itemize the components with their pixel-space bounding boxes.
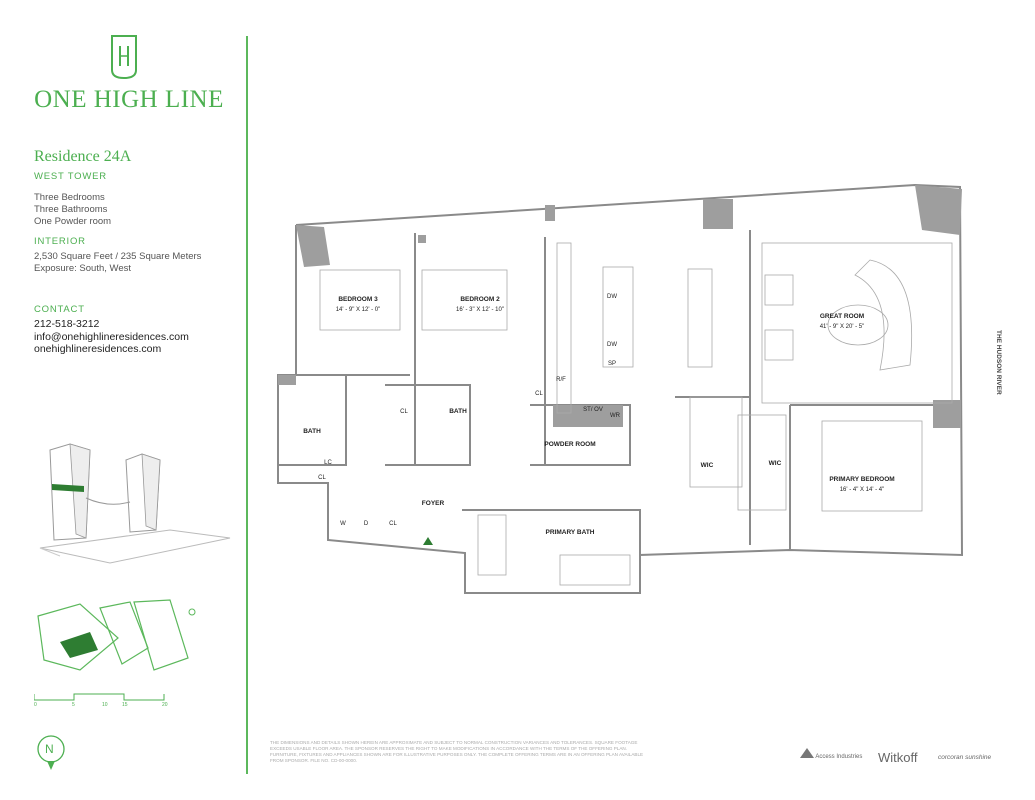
linen-closet-label: LC xyxy=(324,460,332,466)
contact-website[interactable]: onehighlineresidences.com xyxy=(34,343,162,355)
residence-title: Residence 24A xyxy=(34,148,132,165)
witkoff-logo: Witkoff xyxy=(878,750,918,765)
great-room-label: GREAT ROOM xyxy=(820,313,864,320)
feature-line: Three Bedrooms xyxy=(34,192,105,203)
powder-room-label: POWDER ROOM xyxy=(544,441,595,448)
scale-tick: 0 xyxy=(34,702,37,708)
feature-line: One Powder room xyxy=(34,216,112,227)
floor-plan: BEDROOM 3 14' - 9" X 12' - 0" BEDROOM 2 … xyxy=(277,183,964,594)
refrigerator-label: R/F xyxy=(556,377,566,383)
furniture xyxy=(319,242,953,586)
great-room-dims: 41' - 9" X 20' - 5" xyxy=(820,324,865,330)
dishwasher-label: DW xyxy=(607,342,617,348)
scale-tick: 5 xyxy=(72,702,75,708)
scale-bar xyxy=(34,693,165,701)
residence-features: Three Bedrooms Three Bathrooms One Powde… xyxy=(34,192,111,228)
scale-tick: 20 xyxy=(162,702,168,708)
interior-details: 2,530 Square Feet / 235 Square Meters Ex… xyxy=(34,251,201,275)
contact-phone[interactable]: 212-518-3212 xyxy=(34,318,100,330)
contact-heading: CONTACT xyxy=(34,304,85,315)
columns xyxy=(278,185,962,428)
wine-refrigerator-label: WR xyxy=(610,413,621,419)
one-high-line-logo-mark xyxy=(111,35,137,80)
interior-line: 2,530 Square Feet / 235 Square Meters xyxy=(34,251,202,262)
bedroom3-label: BEDROOM 3 xyxy=(338,296,378,303)
north-compass-icon xyxy=(37,735,65,770)
divider xyxy=(246,36,248,774)
river-label: THE HUDSON RIVER xyxy=(995,330,1002,395)
bedroom3-dims: 14' - 9" X 12' - 0" xyxy=(336,307,381,313)
primary-bedroom-label: PRIMARY BEDROOM xyxy=(829,476,894,483)
bath2-label: BATH xyxy=(449,408,467,415)
scale-tick: 15 xyxy=(122,702,128,708)
interior-heading: INTERIOR xyxy=(34,236,86,247)
access-industries-logo: Access Industries xyxy=(800,748,862,760)
disclaimer: THE DIMENSIONS AND DETAILS SHOWN HEREIN … xyxy=(270,740,644,763)
primary-bedroom-dims: 16' - 4" X 14' - 4" xyxy=(840,487,885,493)
contact-details: 212-518-3212 info@onehighlineresidences.… xyxy=(34,318,189,356)
bath1-label: BATH xyxy=(303,428,321,435)
wic2-label: WIC xyxy=(769,460,782,467)
primary-bath-label: PRIMARY BATH xyxy=(546,529,595,536)
corcoran-sunshine-logo: corcoran sunshine xyxy=(938,754,992,761)
sink-prep-label: SP xyxy=(608,361,616,367)
stove-oven-label: ST/ OV xyxy=(583,407,603,413)
site-map xyxy=(37,599,196,671)
closet-label: CL xyxy=(389,521,397,527)
tower-label: WEST TOWER xyxy=(34,171,107,182)
closet-label: CL xyxy=(318,475,326,481)
washer-label: W xyxy=(340,521,346,527)
contact-email[interactable]: info@onehighlineresidences.com xyxy=(34,330,189,343)
dishwasher-label: DW xyxy=(607,294,617,300)
dryer-label: D xyxy=(364,521,369,527)
logo-text: Access Industries xyxy=(815,754,863,760)
entry-arrow-icon xyxy=(423,537,433,545)
bedroom2-dims: 16' - 3" X 12' - 10" xyxy=(456,307,504,313)
interior-line: Exposure: South, West xyxy=(34,263,131,274)
brand-name: ONE HIGH LINE xyxy=(34,86,224,113)
building-illustration xyxy=(39,443,231,564)
access-industries-icon xyxy=(800,748,814,758)
bedroom2-label: BEDROOM 2 xyxy=(460,296,500,303)
closet-label: CL xyxy=(535,391,543,397)
foyer-label: FOYER xyxy=(422,500,445,507)
compass-label: N xyxy=(45,742,54,756)
scale-tick: 10 xyxy=(102,702,108,708)
info-panel: ONE HIGH LINE Residence 24A WEST TOWER T… xyxy=(0,0,246,800)
wic1-label: WIC xyxy=(701,462,714,469)
feature-line: Three Bathrooms xyxy=(34,204,108,215)
closet-label: CL xyxy=(400,409,408,415)
walls xyxy=(277,183,964,594)
